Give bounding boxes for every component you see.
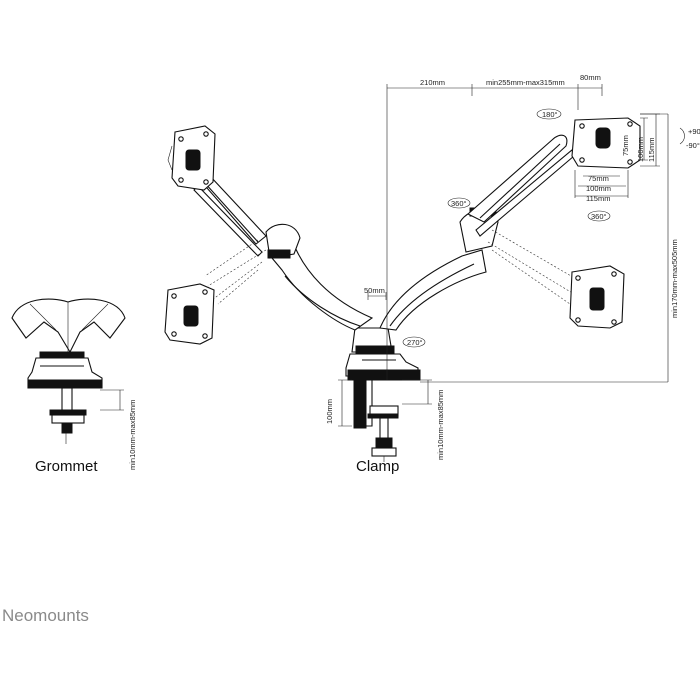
brand-logo-text: Neomounts: [2, 606, 89, 625]
rotation-icons: [402, 108, 685, 348]
dim-210mm: 210mm: [420, 78, 445, 87]
clamp-depth-label: 100mm: [325, 399, 334, 424]
dim-vesa-v100: 100mm: [636, 137, 645, 162]
dim-tilt-down: -90°: [686, 141, 700, 150]
dim-80mm: 80mm: [580, 73, 601, 82]
dim-pole-gap: 50mm: [364, 286, 385, 295]
dim-rotate-180: 180°: [542, 110, 558, 119]
grommet-illustration: [11, 298, 126, 444]
clamp-caption: Clamp: [356, 458, 399, 475]
right-arm-illustration: [379, 117, 641, 331]
dim-swivel-head: 360°: [591, 212, 607, 221]
dim-reach: min255mm-max315mm: [486, 78, 565, 87]
clamp-illustration: [338, 327, 432, 462]
grommet-caption: Grommet: [35, 458, 98, 475]
dim-base-rotation: 270°: [407, 338, 423, 347]
dim-vesa-v115: 115mm: [647, 138, 656, 162]
dimension-lines: [367, 84, 669, 383]
dim-tilt-up: +90°: [688, 127, 700, 136]
grommet-thickness-label: min10mm-max85mm: [128, 400, 137, 470]
dim-vesa-h75: 75mm: [588, 174, 609, 183]
dim-vesa-h100: 100mm: [586, 184, 611, 193]
dim-vesa-v75: 75mm: [621, 135, 630, 156]
dim-vesa-h115: 115mm: [586, 194, 610, 203]
left-arm-illustration: [164, 125, 374, 345]
dim-swivel-arm: 360°: [451, 199, 467, 208]
clamp-thickness-label: min10mm-max85mm: [436, 390, 445, 460]
dim-height-range: min170mm-max505mm: [670, 239, 679, 318]
